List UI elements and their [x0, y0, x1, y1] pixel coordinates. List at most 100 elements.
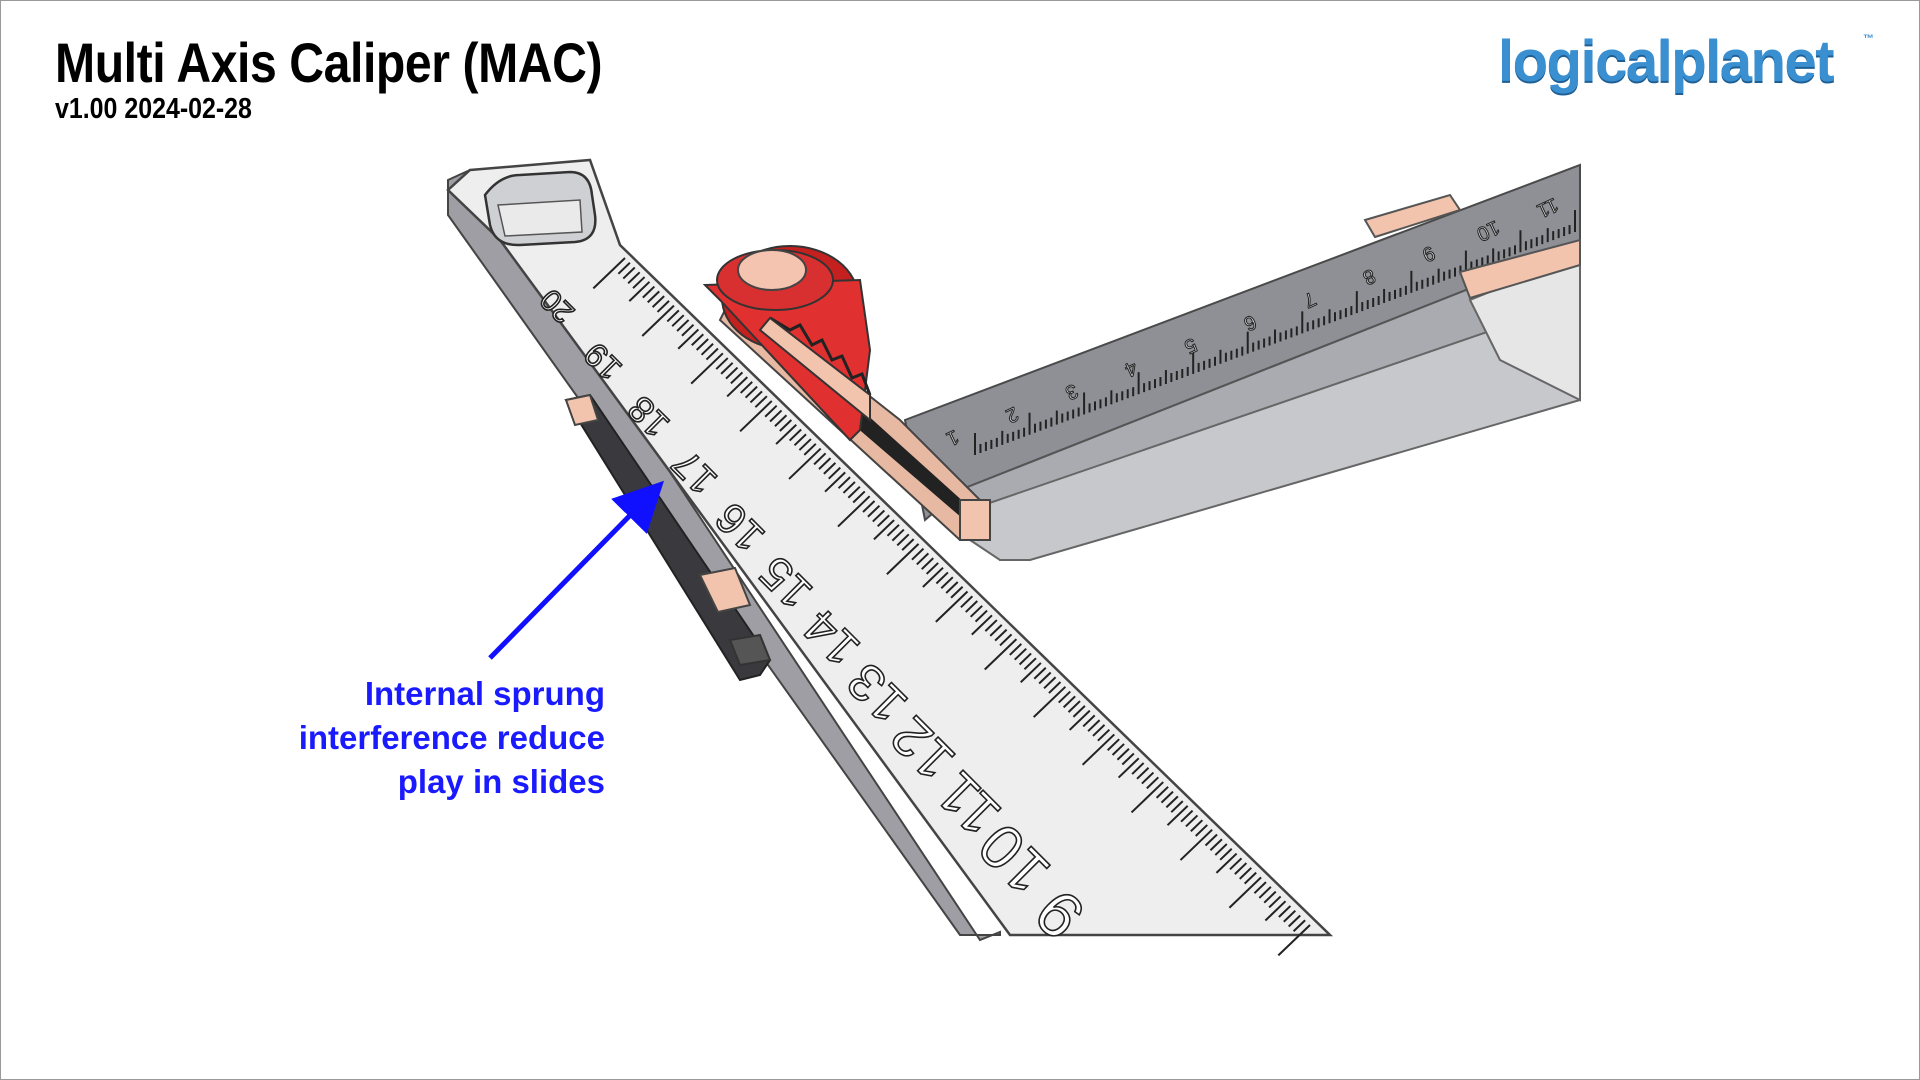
scale-tick: [627, 271, 641, 285]
scale-tick: [813, 452, 827, 466]
annotation-arrow: [488, 480, 665, 660]
scale-tick: [945, 581, 959, 594]
scale-tick: [1195, 824, 1208, 837]
scale-tick: [935, 571, 949, 585]
scale-tick: [754, 395, 768, 408]
scale-tick: [823, 462, 837, 475]
scale-tick: [1023, 657, 1037, 670]
scale-tick: [1278, 905, 1292, 918]
scale-tick: [1058, 690, 1071, 704]
scale-tick: [1228, 876, 1262, 909]
scale-tick: [642, 285, 656, 299]
scale-tick: [862, 500, 876, 513]
scale-tick: [837, 476, 851, 489]
scale-tick: [749, 390, 763, 404]
scale-tick: [798, 438, 812, 451]
scale-tick: [984, 638, 1018, 671]
scale-tick: [705, 347, 719, 361]
scale-tick: [886, 543, 920, 575]
scale-tick: [925, 562, 939, 575]
scale-tick: [739, 400, 773, 433]
scale-tick: [852, 490, 866, 504]
scale-tick: [999, 633, 1013, 647]
scale-tick: [1155, 786, 1169, 799]
scale-tick: [1106, 738, 1120, 751]
scale-tick: [1166, 805, 1189, 826]
logicalplanet-logo: logicalplanet: [1498, 29, 1835, 94]
scale-tick: [1043, 676, 1057, 690]
slide-version-date: v1.00 2024-02-28: [55, 93, 252, 125]
scale-tick: [896, 533, 910, 547]
scale-tick: [1288, 914, 1301, 928]
scale-tick: [842, 481, 856, 494]
scale-tick: [1160, 790, 1174, 804]
scale-tick: [720, 362, 734, 375]
scale-tick: [1165, 795, 1179, 809]
scale-tick: [873, 519, 895, 541]
scale-tick: [803, 443, 817, 456]
scale-tick: [971, 614, 993, 636]
annotation-line: Internal sprung: [364, 675, 605, 712]
scale-tick: [1234, 862, 1248, 875]
scale-tick: [744, 385, 758, 399]
sprung-slide-block: [564, 393, 772, 682]
scale-tick: [921, 557, 934, 570]
scale-tick: [730, 371, 744, 385]
scale-tick: [1018, 652, 1032, 666]
scale-tick: [774, 414, 788, 427]
scale-tick: [1097, 728, 1111, 742]
scale-tick: [788, 428, 802, 442]
scale-tick: [628, 281, 651, 302]
slide-title: Multi Axis Caliper (MAC): [55, 31, 603, 94]
scale-tick: [867, 505, 881, 518]
scale-tick: [1062, 695, 1076, 709]
scale-tick: [916, 552, 930, 566]
scale-tick: [824, 471, 846, 493]
scale-tick: [1038, 671, 1052, 685]
scale-tick: [666, 309, 680, 323]
scale-tick: [632, 276, 646, 289]
scale-tick: [1116, 747, 1130, 761]
scale-tick: [1141, 771, 1155, 785]
scale-tick: [647, 290, 660, 304]
red-thumb-knob: [702, 245, 872, 442]
scale-tick: [984, 619, 998, 632]
scale-tick: [911, 547, 925, 561]
scale-tick: [1117, 757, 1140, 779]
scale-tick: [1048, 681, 1062, 694]
scale-tick: [764, 404, 778, 418]
scale-tick: [651, 295, 665, 308]
scale-tick: [960, 595, 974, 609]
scale-tick: [1190, 819, 1204, 832]
scale-tick: [1179, 828, 1213, 861]
scale-tick: [690, 352, 724, 385]
scale-tick: [828, 466, 841, 480]
scale-tick: [681, 323, 695, 337]
scale-tick: [1229, 857, 1243, 871]
scale-tick: [695, 338, 709, 351]
scale-tick: [1243, 871, 1257, 885]
scale-tick: [726, 376, 749, 398]
scale-tick: [725, 366, 739, 380]
scale-tick: [891, 528, 905, 542]
scale-tick: [1146, 776, 1160, 790]
scale-tick: [1081, 733, 1115, 766]
scale-tick: [775, 424, 797, 445]
scale-tick: [1136, 767, 1150, 780]
scale-tick: [1283, 909, 1297, 923]
scale-tick: [1219, 848, 1233, 861]
scale-tick: [1014, 647, 1027, 661]
scale-tick: [1009, 643, 1023, 656]
scale-tick: [1268, 895, 1282, 909]
scale-tick: [1033, 667, 1047, 680]
scale-tick: [1131, 762, 1145, 775]
scale-tick: [1087, 719, 1101, 732]
scale-tick: [1292, 919, 1306, 932]
scale-tick: [872, 509, 886, 523]
scale-tick: [1263, 890, 1277, 904]
scale-tick: [1020, 662, 1042, 684]
scale-tick: [837, 495, 871, 528]
scale-tick: [922, 566, 944, 588]
